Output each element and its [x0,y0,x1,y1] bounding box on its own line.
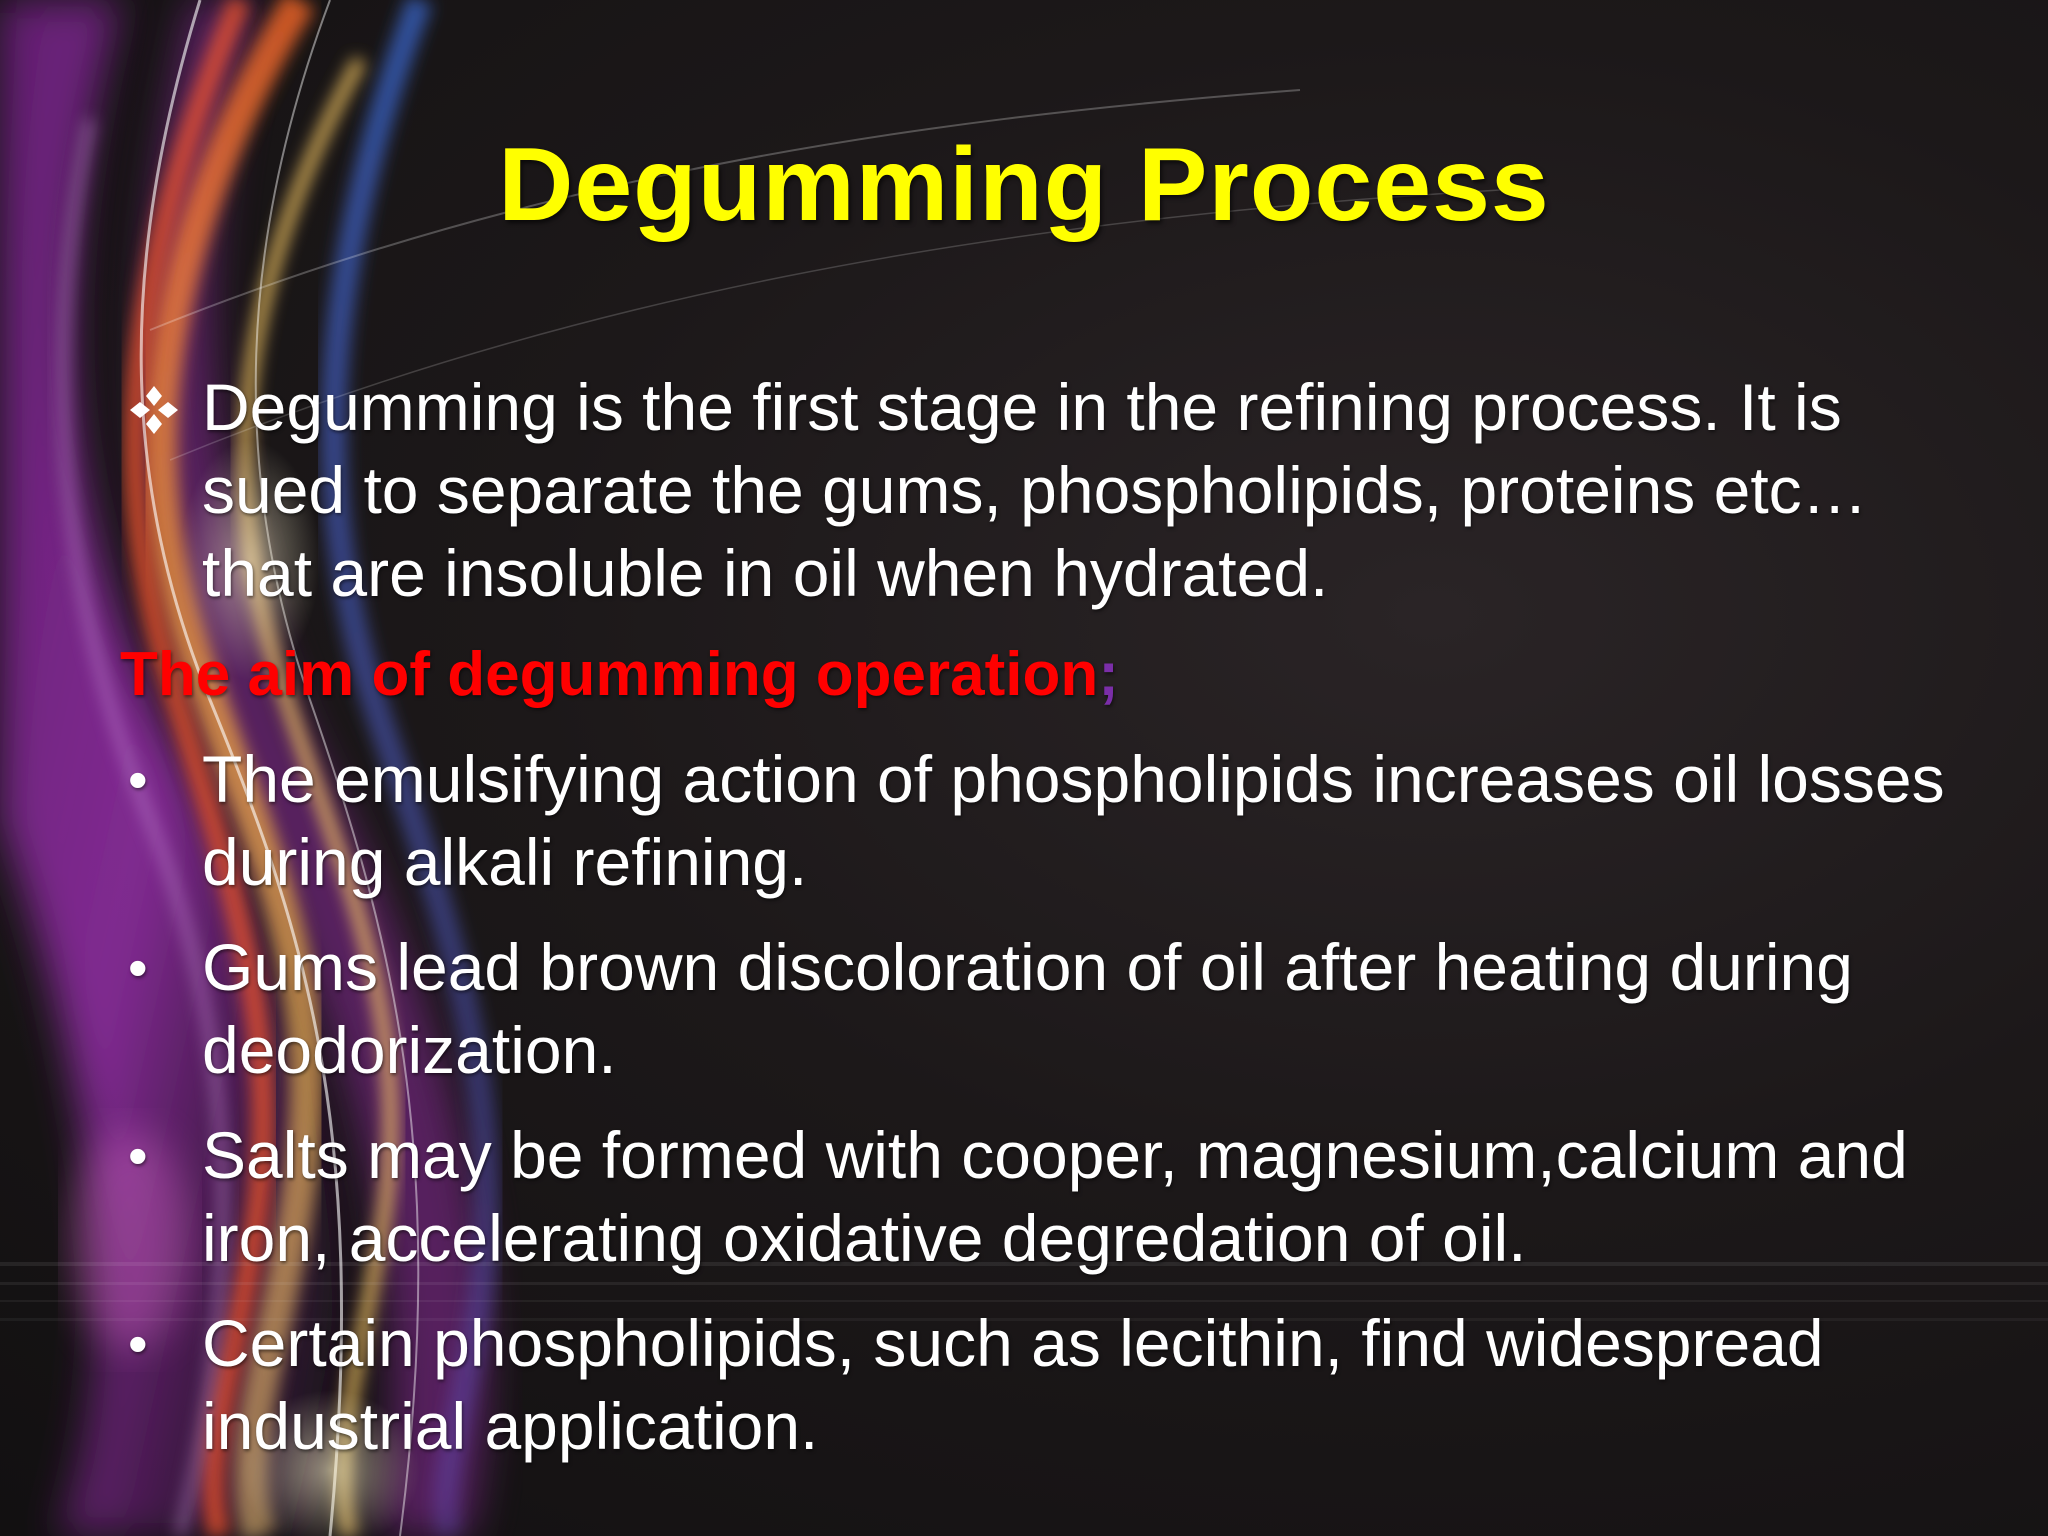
list-item: • Salts may be formed with cooper, magne… [120,1114,1950,1280]
intro-text: Degumming is the first stage in the refi… [202,370,1868,610]
bullet-icon: • [128,1124,148,1187]
slide-body: Degumming is the first stage in the refi… [120,366,1950,1468]
bullet-icon: • [128,1312,148,1375]
bullet-icon: • [128,936,148,999]
aim-heading: The aim of degumming operation; [120,633,1950,716]
list-item-text: Salts may be formed with cooper, magnesi… [202,1118,1908,1275]
list-item: • The emulsifying action of phospholipid… [120,738,1950,904]
list-item-text: Gums lead brown discoloration of oil aft… [202,930,1853,1087]
aim-heading-text: The aim of degumming operation [120,640,1099,709]
bullet-icon: • [128,748,148,811]
aim-heading-punct: ; [1098,640,1119,709]
list-item-text: The emulsifying action of phospholipids … [202,742,1945,899]
intro-paragraph: Degumming is the first stage in the refi… [120,366,1950,615]
slide-title: Degumming Process [498,127,1550,243]
list-item: • Certain phospholipids, such as lecithi… [120,1302,1950,1468]
four-diamond-bullet-icon [128,366,188,436]
list-item: • Gums lead brown discoloration of oil a… [120,926,1950,1092]
list-item-text: Certain phospholipids, such as lecithin,… [202,1306,1824,1463]
